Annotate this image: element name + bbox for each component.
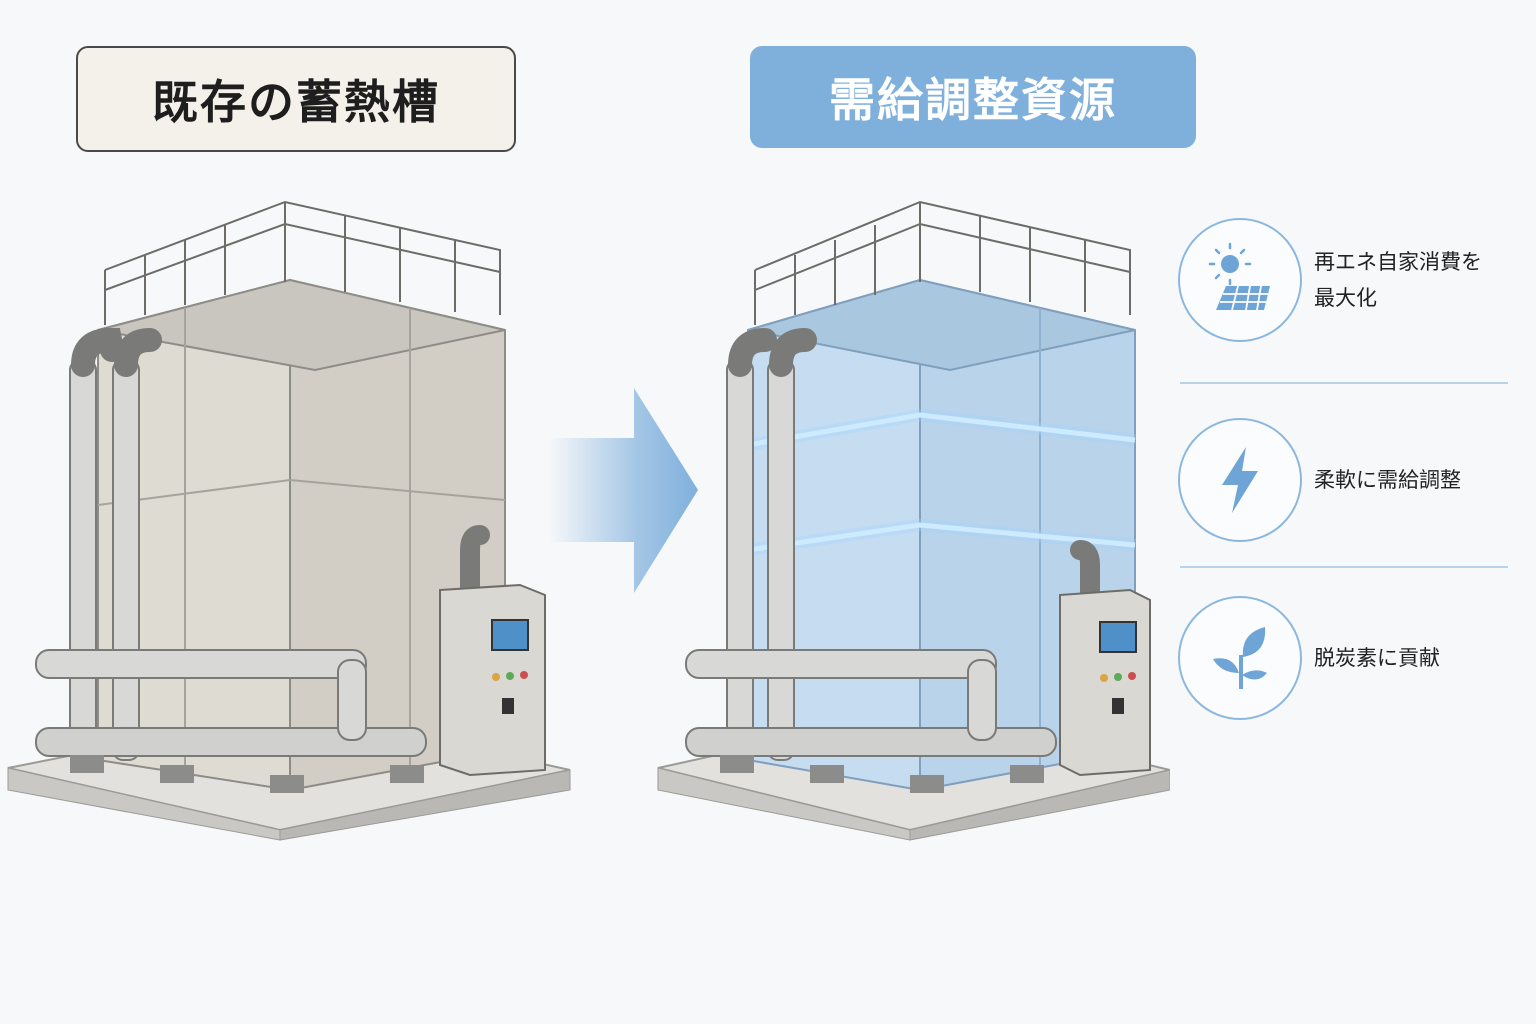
benefit-text: 再エネ自家消費を 最大化 bbox=[1314, 250, 1482, 310]
solar-panel-icon bbox=[1178, 218, 1302, 342]
demand-response-tank bbox=[657, 200, 1170, 841]
benefit-text: 脱炭素に貢献 bbox=[1314, 646, 1440, 670]
after-title-box: 需給調整資源 bbox=[750, 46, 1196, 148]
benefit-flexible-adjustment: 柔軟に需給調整 bbox=[1178, 418, 1518, 542]
benefit-decarbonization: 脱炭素に貢献 bbox=[1178, 596, 1518, 720]
before-title-box: 既存の蓄熱槽 bbox=[76, 46, 516, 152]
benefit-text: 柔軟に需給調整 bbox=[1314, 468, 1461, 492]
lightning-icon bbox=[1178, 418, 1302, 542]
leaf-sprout-icon bbox=[1178, 596, 1302, 720]
after-title: 需給調整資源 bbox=[829, 73, 1117, 127]
divider bbox=[1180, 382, 1508, 384]
benefit-self-consumption: 再エネ自家消費を 最大化 bbox=[1178, 218, 1518, 342]
existing-thermal-storage-tank bbox=[7, 200, 571, 841]
before-title: 既存の蓄熱槽 bbox=[152, 75, 440, 129]
transformation-arrow-icon bbox=[548, 388, 698, 593]
divider bbox=[1180, 566, 1508, 568]
